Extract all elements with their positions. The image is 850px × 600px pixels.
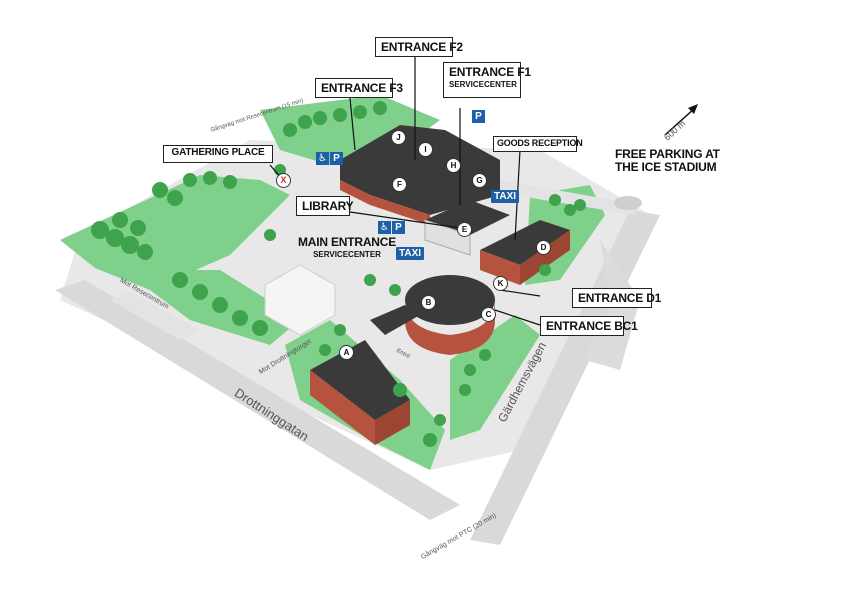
building-marker-i: I — [418, 142, 433, 157]
tent-building — [264, 264, 336, 336]
building-bc-link — [370, 305, 420, 335]
building-d-wall — [480, 250, 520, 285]
callout-entrance-bc1: ENTRANCE BC1 — [540, 316, 638, 336]
building-f-complex-wall — [340, 180, 430, 225]
main-entrance-label: MAIN ENTRANCE — [297, 235, 397, 249]
building-marker-g: G — [472, 173, 487, 188]
building-a-roof — [310, 340, 410, 420]
taxi-sign-main: TAXI — [396, 247, 425, 260]
entrance-f3-label: ENTRANCE F3 — [321, 81, 403, 95]
callout-entrance-f2: ENTRANCE F2 — [375, 37, 463, 57]
road-resecentrum — [110, 292, 200, 340]
taxi-sign-north: TAXI — [491, 190, 520, 203]
callout-entrance-f1: ENTRANCE F1 SERVICECENTER — [443, 62, 531, 98]
callout-free-parking: FREE PARKING AT THE ICE STADIUM — [615, 147, 720, 174]
entrance-f1-label: ENTRANCE F1 — [449, 65, 531, 79]
entrance-f2-label: ENTRANCE F2 — [381, 40, 463, 54]
library-label: LIBRARY — [302, 199, 354, 213]
road-drottninggatan — [55, 280, 460, 520]
entrance-bc1-label: ENTRANCE BC1 — [546, 319, 638, 333]
callout-entrance-f3: ENTRANCE F3 — [315, 78, 403, 98]
building-b-roof — [405, 275, 495, 325]
distance-arrow — [664, 104, 698, 136]
parking-sign-main: P — [392, 221, 405, 234]
building-d-side — [520, 230, 570, 285]
handicap-icon: ♿ — [316, 152, 329, 165]
handicap-icon-main: ♿ — [378, 221, 391, 234]
building-b-wall — [405, 300, 495, 355]
building-marker-a: A — [339, 345, 354, 360]
main-entrance-sublabel: SERVICECENTER — [313, 249, 381, 259]
grass-west — [60, 175, 290, 290]
building-marker-b: B — [421, 295, 436, 310]
building-a-wall — [310, 370, 375, 445]
building-a-side — [375, 400, 410, 445]
callout-gathering-place: GATHERING PLACE — [163, 145, 273, 163]
callout-library: LIBRARY — [296, 196, 354, 216]
building-marker-k: K — [493, 276, 508, 291]
goods-reception-label: GOODS RECEPTION — [497, 138, 583, 148]
building-marker-h: H — [446, 158, 461, 173]
gathering-place-label: GATHERING PLACE — [171, 147, 265, 158]
parking-sign: P — [472, 110, 485, 123]
free-parking-line1: FREE PARKING AT — [615, 147, 720, 161]
building-d-roof — [480, 220, 570, 265]
leader-lines — [269, 56, 541, 326]
entrance-d1-label: ENTRANCE D1 — [578, 291, 662, 305]
entrance-f1-sublabel: SERVICECENTER — [449, 79, 517, 89]
building-marker-e: E — [457, 222, 472, 237]
trees — [91, 101, 586, 447]
building-marker-j: J — [391, 130, 406, 145]
callout-entrance-d1: ENTRANCE D1 — [572, 288, 662, 308]
callout-main-entrance: MAIN ENTRANCE SERVICECENTER — [297, 236, 397, 259]
parking-sign-north: P — [330, 152, 343, 165]
building-e-wall — [424, 219, 471, 256]
gathering-place-marker: X — [276, 173, 291, 188]
building-marker-d: D — [536, 240, 551, 255]
free-parking-line2: THE ICE STADIUM — [615, 159, 717, 174]
callout-goods-reception: GOODS RECEPTION — [493, 136, 583, 152]
road-north-east — [495, 180, 640, 215]
building-marker-c: C — [481, 307, 496, 322]
building-marker-f: F — [392, 177, 407, 192]
roundabout — [614, 196, 642, 210]
